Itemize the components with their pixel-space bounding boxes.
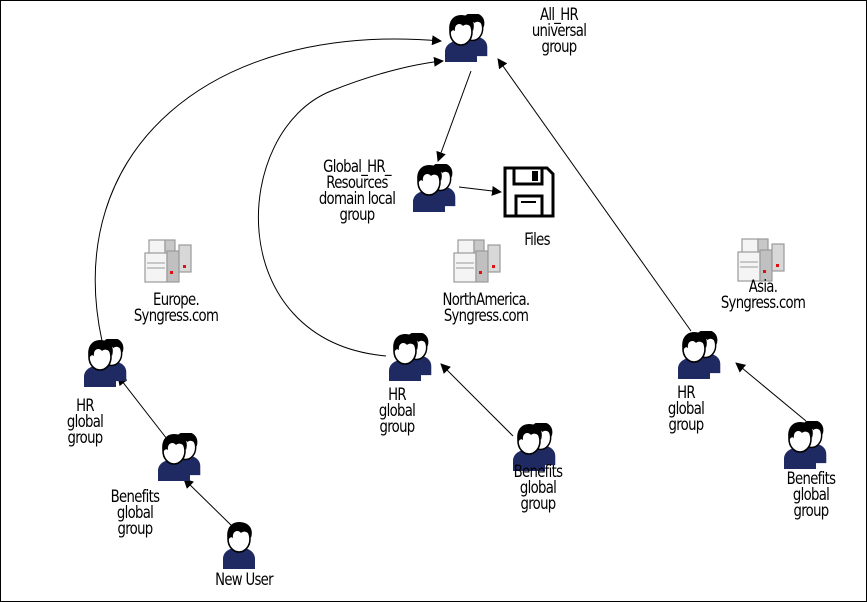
arrow-northamerica-hr-to-universal <box>257 56 444 357</box>
arrow-northamerica-benefits-to-hr <box>440 363 514 437</box>
asia-benefits-group-label: Benefits global group <box>786 469 836 521</box>
group-icon <box>784 421 827 469</box>
group-icon <box>513 423 556 471</box>
server-icon <box>144 239 192 283</box>
arrow-asia-hr-to-universal <box>497 58 692 332</box>
floppy-disk-icon <box>503 166 555 218</box>
europe-hr-group-label: HR global group <box>66 396 104 448</box>
group-icon <box>84 339 127 387</box>
group-icon <box>413 164 456 212</box>
asia-domain-label: Asia. Syngress.com <box>720 277 806 313</box>
arrow-universal-to-domain-local <box>436 70 472 162</box>
arrow-europe-benefits-to-hr <box>117 375 168 440</box>
server-icon <box>453 239 501 283</box>
northamerica-domain-label: NorthAmerica. Syngress.com <box>442 290 531 326</box>
arrow-domain-local-to-files <box>458 185 502 196</box>
server-icon <box>737 238 785 282</box>
northamerica-benefits-group-label: Benefits global group <box>513 462 563 514</box>
domain-local-group-label: Global_HR_ Resources domain local group <box>318 157 396 225</box>
asia-hr-group-label: HR global group <box>667 383 705 435</box>
arrow-new-user-to-benefits <box>183 478 235 529</box>
arrow-europe-hr-to-universal <box>94 35 442 342</box>
europe-domain-label: Europe. Syngress.com <box>133 290 219 326</box>
europe-benefits-group-label: Benefits global group <box>110 487 160 539</box>
new-user-label: New User <box>215 570 273 590</box>
group-icon <box>158 433 201 481</box>
northamerica-hr-group-label: HR global group <box>378 385 416 437</box>
user-icon <box>223 522 255 569</box>
group-icon <box>389 333 432 381</box>
universal-group-label: All_HR universal group <box>531 5 587 57</box>
group-icon <box>445 14 488 62</box>
arrow-asia-benefits-to-hr <box>735 362 807 422</box>
group-icon <box>678 331 721 379</box>
files-label: Files <box>524 230 550 250</box>
